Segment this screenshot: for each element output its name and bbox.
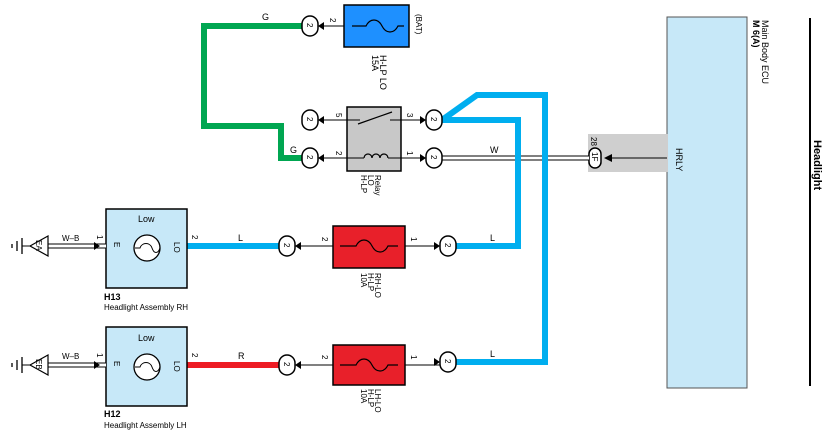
relay-label-2: LO xyxy=(366,175,375,186)
ecu-block xyxy=(666,16,748,389)
arrow-relay-3 xyxy=(420,116,426,124)
arrow-relay-5 xyxy=(318,116,324,124)
connector-pill-label: 2 xyxy=(305,155,314,160)
connector-pill: 2 xyxy=(301,147,319,169)
fuse-rh xyxy=(332,225,406,269)
fuse-lh-line1: H-LP xyxy=(366,389,375,407)
wire-blue-lh xyxy=(440,92,548,365)
ground-eb-label: EB xyxy=(34,359,43,370)
fuse-lh-line2: LH-LO xyxy=(373,389,382,413)
ground-eb-symbol xyxy=(28,353,49,377)
arrow-lh-fuse-right xyxy=(434,358,440,366)
arrow-rh-e xyxy=(94,242,100,250)
ecu-signal: HRLY xyxy=(674,148,684,171)
wire-label-wb-lh: W–B xyxy=(62,352,79,361)
connector-pill-label: 2 xyxy=(305,23,314,28)
fuse-lh-symbol xyxy=(340,358,398,372)
relay-contact xyxy=(357,111,393,125)
fuse-bat-source: (BAT) xyxy=(414,14,423,35)
connector-pill: 2 xyxy=(301,15,319,37)
headlight-lh-filament xyxy=(135,362,161,372)
junction-pin: 28 xyxy=(589,137,598,146)
fuse-rh-line1: H-LP xyxy=(366,273,375,291)
arrow-relay-2 xyxy=(318,154,324,162)
connector-pill: 2 xyxy=(439,235,457,257)
headlight-lh-lo: LO xyxy=(172,361,181,372)
fuse-rh-line2: RH-LO xyxy=(373,273,382,298)
connector-pill-label: 2 xyxy=(429,117,438,122)
connector-pill-label: 2 xyxy=(443,359,452,364)
wire-label-g-top: G xyxy=(262,12,269,22)
connector-pill: 2 xyxy=(439,351,457,373)
headlight-lh-name: Headlight Assembly LH xyxy=(104,421,187,430)
arrow-relay-1 xyxy=(420,154,426,162)
headlight-lh-pin-e: 1 xyxy=(95,353,104,358)
section-title: Headlight xyxy=(811,140,823,190)
connector-pills: 2 2 2 2 2 2 2 2 xyxy=(278,15,457,376)
wire-green-bat xyxy=(201,23,305,161)
headlight-rh-id: H13 xyxy=(104,292,121,302)
connector-pill-label: 2 xyxy=(429,155,438,160)
headlight-lh-pin-lo: 2 xyxy=(190,353,199,358)
relay-block xyxy=(346,106,402,172)
wire-label-l-rh-right: L xyxy=(490,233,495,243)
headlight-rh-filament xyxy=(135,243,161,253)
ecu-name: Main Body ECU xyxy=(760,20,770,84)
connector-pill: 2 xyxy=(278,354,296,376)
fuse-bat-symbol xyxy=(352,19,404,33)
wire-label-wb-rh: W–B xyxy=(62,234,79,243)
arrow-rh-fuse-left xyxy=(295,242,301,250)
relay-coil xyxy=(363,153,389,159)
headlight-lh-id: H12 xyxy=(104,409,121,419)
connector-pill-label: 2 xyxy=(282,362,291,367)
wire-label-g-relay: G xyxy=(290,145,297,155)
wire-label-l-lh-right: L xyxy=(490,349,495,359)
ecu-arrow xyxy=(604,154,612,162)
connector-pill-label: 2 xyxy=(305,117,314,122)
arrow-lh-fuse-left xyxy=(295,361,301,369)
relay-pin5: 5 xyxy=(334,113,343,118)
fuse-bat-pin: 2 xyxy=(328,18,337,23)
relay-label-3: Relay xyxy=(373,175,382,195)
ground-ea-label: EA xyxy=(34,240,43,251)
fuse-lh-pin-right: 1 xyxy=(409,355,418,360)
fuse-lh-pin-left: 2 xyxy=(320,355,329,360)
junction-connector-label: 1F xyxy=(590,152,599,161)
ground-ea-symbol xyxy=(28,234,49,258)
connector-pill: 2 xyxy=(301,109,319,131)
headlight-rh-name: Headlight Assembly RH xyxy=(104,303,188,312)
headlight-rh-lo: LO xyxy=(172,242,181,253)
arrow-lh-e xyxy=(94,361,100,369)
wire-label-r-lh: R xyxy=(238,351,245,361)
relay-pin3: 3 xyxy=(405,113,414,118)
wire-label-l-rh: L xyxy=(238,233,243,243)
relay-label-1: H-LP xyxy=(359,175,368,193)
connector-pill-label: 2 xyxy=(443,243,452,248)
connector-pill: 2 xyxy=(425,109,443,131)
arrow-bat xyxy=(318,22,324,30)
headlight-rh-pin-lo: 2 xyxy=(190,235,199,240)
headlight-lh-e: E xyxy=(112,361,121,366)
fuse-rh-rating: 10A xyxy=(359,273,368,288)
fuse-rh-pin-left: 2 xyxy=(320,237,329,242)
fuse-lh-rating: 10A xyxy=(359,389,368,404)
headlight-rh-pin-e: 1 xyxy=(95,235,104,240)
headlight-rh-mode: Low xyxy=(138,214,155,224)
wire-blue-rh xyxy=(442,117,521,249)
wire-label-w: W xyxy=(490,145,499,155)
fuse-rh-symbol xyxy=(340,239,398,253)
relay-pin1: 1 xyxy=(405,151,414,156)
relay-pin2: 2 xyxy=(334,151,343,156)
fuse-bat-rating: 15A xyxy=(370,55,380,71)
headlight-lh-mode: Low xyxy=(138,333,155,343)
fuse-bat-name: H-LP LO xyxy=(378,55,388,90)
ecu-code: M 6(A) xyxy=(751,20,761,48)
arrow-rh-fuse-right xyxy=(434,242,440,250)
connector-pill: 2 xyxy=(278,235,296,257)
fuse-rh-pin-right: 1 xyxy=(409,237,418,242)
connector-pill: 2 xyxy=(425,147,443,169)
connector-pill-label: 2 xyxy=(282,243,291,248)
headlight-rh-e: E xyxy=(112,242,121,247)
